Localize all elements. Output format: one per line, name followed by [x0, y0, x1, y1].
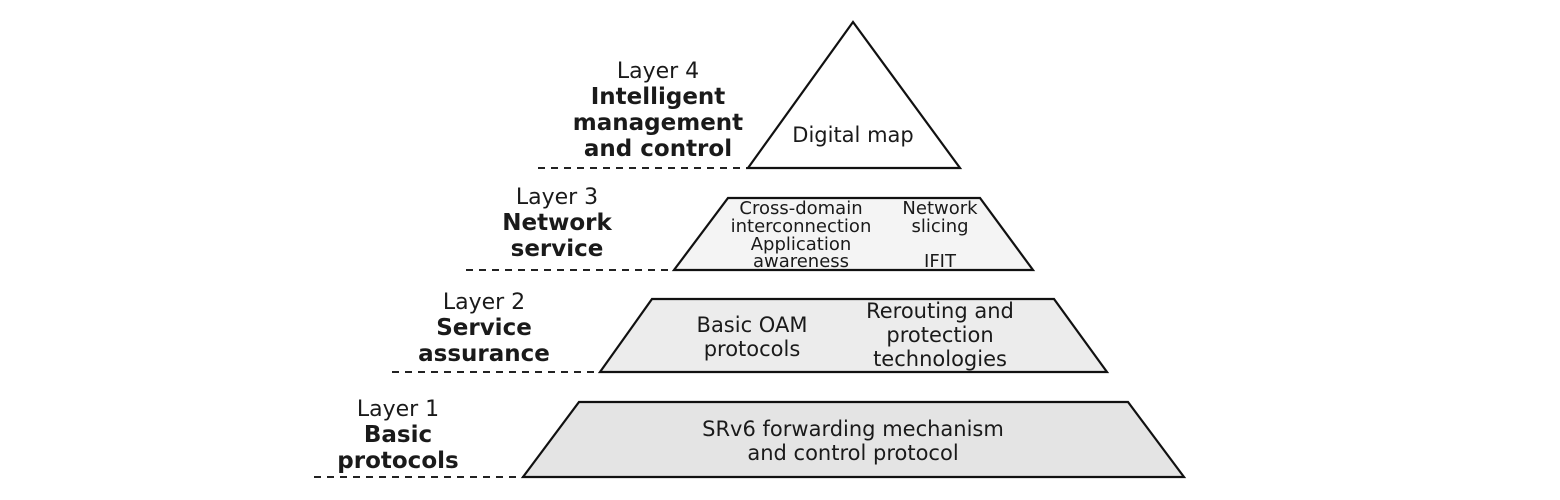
layer-3-number: Layer 3: [516, 185, 598, 210]
layer-3: Layer 3 Network service Cross-domain int…: [466, 185, 1036, 272]
layer-2-title-line-1: Service: [436, 315, 532, 341]
layer-3-trapezoid: [671, 196, 1036, 272]
network-slicing-label-line-1: Network: [902, 198, 978, 219]
ifit-label: IFIT: [924, 251, 957, 272]
cross-domain-label-line-1: Cross-domain: [739, 198, 862, 219]
srv6-label-line-2: and control protocol: [747, 441, 958, 465]
digital-map-label: Digital map: [792, 123, 913, 147]
layer-1-trapezoid: [520, 400, 1187, 479]
layer-4-title-line-3: and control: [584, 136, 732, 162]
srv6-label-line-1: SRv6 forwarding mechanism: [702, 417, 1004, 441]
layer-3-title-line-1: Network: [502, 210, 612, 236]
basic-oam-label-line-2: protocols: [704, 337, 801, 361]
layer-2: Layer 2 Service assurance Basic OAM prot…: [392, 290, 1110, 374]
basic-oam-label-line-1: Basic OAM: [697, 313, 808, 337]
layer-1: Layer 1 Basic protocols SRv6 forwarding …: [314, 397, 1187, 479]
layer-2-trapezoid: [597, 297, 1110, 374]
rerouting-label-line-1: Rerouting and: [866, 299, 1014, 323]
layer-4: Layer 4 Intelligent management and contr…: [538, 20, 963, 170]
rerouting-label-line-2: protection: [886, 323, 993, 347]
application-awareness-label-line-2: awareness: [753, 251, 849, 272]
layer-1-title-line-2: protocols: [337, 448, 458, 474]
application-awareness-label-line-1: Application: [751, 234, 852, 255]
network-slicing-label-line-2: slicing: [911, 216, 968, 237]
cross-domain-label-line-2: interconnection: [731, 216, 872, 237]
layer-1-title-line-1: Basic: [364, 422, 432, 448]
layer-3-title-line-2: service: [511, 236, 604, 262]
rerouting-label-line-3: technologies: [873, 347, 1007, 371]
layer-4-number: Layer 4: [617, 59, 699, 84]
layer-4-triangle: [745, 20, 963, 170]
layer-4-title-line-2: management: [573, 110, 743, 136]
layer-4-title-line-1: Intelligent: [591, 84, 726, 110]
layer-2-title-line-2: assurance: [418, 341, 550, 367]
layer-2-number: Layer 2: [443, 290, 525, 315]
layer-1-number: Layer 1: [357, 397, 439, 422]
